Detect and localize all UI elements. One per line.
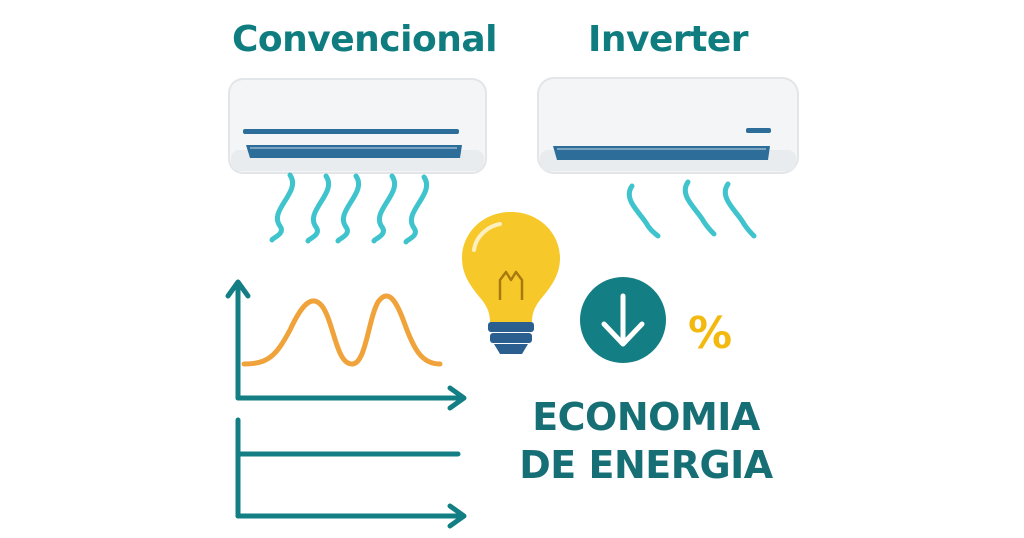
percent-symbol: % [688,308,733,359]
conventional-power-graph [225,279,467,411]
light-bulb-icon [462,212,560,354]
fluctuating-wave [241,293,443,367]
energy-savings-line2: DE ENERGIA [519,443,773,487]
inverter-ac-icon [537,77,799,174]
arrow-down-circle-icon [580,277,666,363]
conventional-title: Convencional [232,19,497,60]
inverter-power-graph [235,417,467,529]
energy-savings-line1: ECONOMIA [532,395,760,439]
conventional-ac-icon [228,78,487,174]
conventional-airflow [269,172,429,245]
inverter-title: Inverter [588,19,749,60]
inverter-airflow [626,179,757,239]
